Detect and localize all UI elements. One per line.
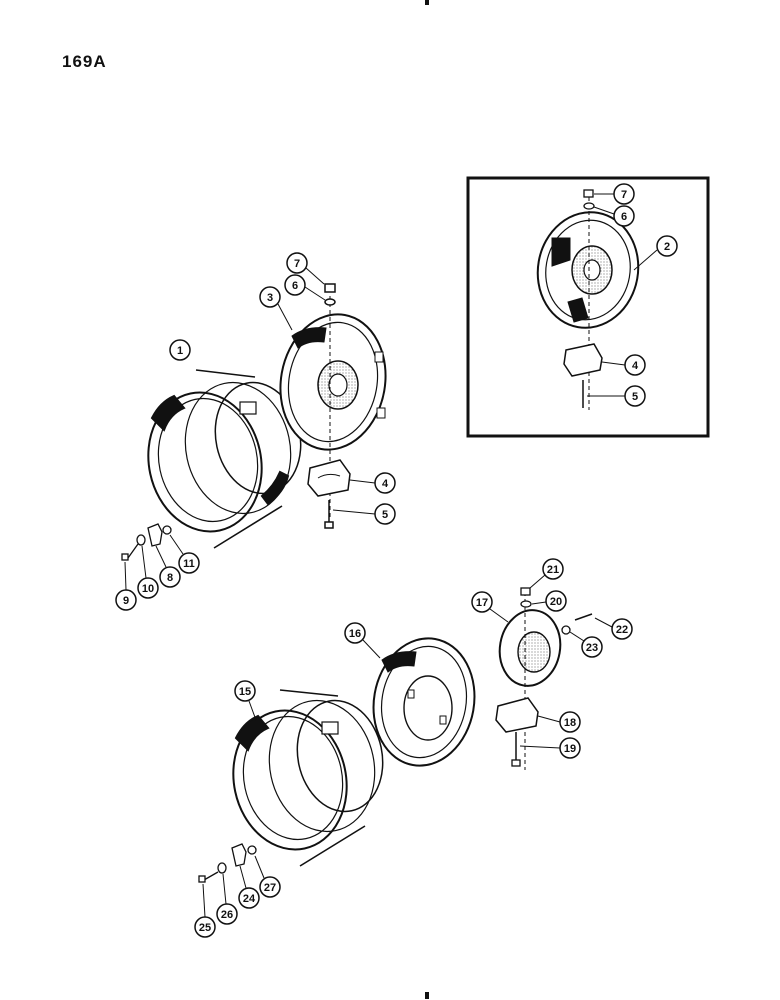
callout-18: 18 <box>559 711 581 733</box>
svg-text:8: 8 <box>167 572 173 584</box>
svg-text:9: 9 <box>123 595 129 607</box>
svg-text:27: 27 <box>264 882 276 894</box>
bolt-and-weight-upper <box>307 283 351 529</box>
svg-text:4: 4 <box>632 360 639 372</box>
callout-2: 2 <box>656 235 678 257</box>
callout-15: 15 <box>234 680 256 702</box>
svg-text:2: 2 <box>664 241 670 253</box>
inset-panel <box>466 176 710 438</box>
page-code: 169A <box>62 52 107 71</box>
callout-7: 7 <box>286 252 308 274</box>
callout-26: 26 <box>216 903 238 925</box>
svg-text:6: 6 <box>621 211 627 223</box>
wheel-disc-upper <box>279 313 387 451</box>
svg-text:5: 5 <box>382 509 388 521</box>
callout-4: 4 <box>374 472 396 494</box>
callout-24: 24 <box>238 887 260 909</box>
callout-19: 19 <box>559 737 581 759</box>
svg-text:3: 3 <box>267 292 273 304</box>
svg-text:15: 15 <box>239 686 251 698</box>
bottom-registration-mark <box>425 992 429 999</box>
svg-text:5: 5 <box>632 391 638 403</box>
callout-8: 8 <box>159 566 181 588</box>
callout-4-inset: 4 <box>624 354 646 376</box>
rim-upper <box>147 369 302 549</box>
callout-9: 9 <box>115 589 137 611</box>
svg-text:6: 6 <box>292 280 298 292</box>
svg-text:21: 21 <box>547 564 559 576</box>
svg-text:10: 10 <box>142 583 154 595</box>
callout-21: 21 <box>542 558 564 580</box>
callout-20: 20 <box>545 590 567 612</box>
callout-22: 22 <box>611 618 633 640</box>
callout-16: 16 <box>344 622 366 644</box>
callout-1: 1 <box>169 339 191 361</box>
callout-11: 11 <box>178 552 200 574</box>
callout-6-inset: 6 <box>613 205 635 227</box>
callout-5: 5 <box>374 503 396 525</box>
svg-text:17: 17 <box>476 597 488 609</box>
svg-text:7: 7 <box>294 258 300 270</box>
top-registration-mark <box>425 0 429 5</box>
callout-25: 25 <box>194 916 216 938</box>
svg-text:11: 11 <box>183 558 195 570</box>
svg-text:1: 1 <box>177 345 183 357</box>
callout-17: 17 <box>471 591 493 613</box>
hub-lower <box>495 587 593 770</box>
callout-6: 6 <box>284 274 306 296</box>
svg-text:19: 19 <box>564 743 576 755</box>
callout-5-inset: 5 <box>624 385 646 407</box>
svg-text:26: 26 <box>221 909 233 921</box>
weight-hardware-upper <box>121 523 172 561</box>
svg-text:22: 22 <box>616 624 628 636</box>
callout-10: 10 <box>137 577 159 599</box>
svg-text:24: 24 <box>243 893 256 905</box>
weight-hardware-lower <box>198 843 257 883</box>
svg-text:16: 16 <box>349 628 361 640</box>
callout-7-inset: 7 <box>613 183 635 205</box>
svg-text:25: 25 <box>199 922 211 934</box>
callout-27: 27 <box>259 876 281 898</box>
wheel-disc-lower <box>372 637 476 767</box>
callout-23: 23 <box>581 636 603 658</box>
svg-text:18: 18 <box>564 717 576 729</box>
svg-text:23: 23 <box>586 642 598 654</box>
rim-lower <box>232 689 384 867</box>
svg-text:20: 20 <box>550 596 562 608</box>
svg-text:7: 7 <box>621 189 627 201</box>
svg-text:4: 4 <box>382 478 389 490</box>
callout-3: 3 <box>259 286 281 308</box>
